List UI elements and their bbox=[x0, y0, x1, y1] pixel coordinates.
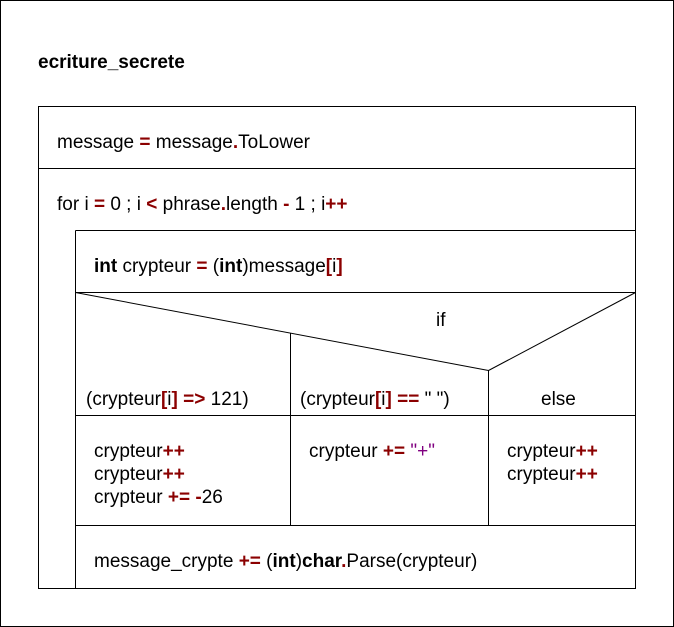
branch1-line1-var: crypteur bbox=[94, 441, 163, 462]
condition-2: (crypteur[i] == " ") bbox=[300, 389, 450, 410]
branch1-line3: crypteur += -26 bbox=[94, 487, 223, 508]
if-label: if bbox=[436, 310, 446, 331]
for-lt-op: < bbox=[146, 194, 157, 215]
if-diagonal-right bbox=[488, 292, 636, 371]
parse-dot: . bbox=[341, 551, 346, 572]
declaration-rbracket: ] bbox=[336, 256, 342, 277]
cond1-rbracket: ] bbox=[172, 389, 178, 410]
if-diagonal-left bbox=[75, 292, 489, 371]
branch3-line1-op: ++ bbox=[576, 441, 598, 462]
cond1-operator: => bbox=[178, 389, 205, 410]
branch1-line3-minus: - bbox=[190, 487, 202, 508]
char-keyword: char bbox=[302, 551, 343, 572]
parse-cast-open: ( bbox=[261, 551, 273, 572]
cond2-lbracket: [ bbox=[375, 389, 382, 410]
for-length: length bbox=[226, 194, 283, 215]
procedure-title: ecriture_secrete bbox=[38, 52, 185, 73]
parse-cast-close: ) bbox=[296, 551, 302, 572]
declaration-var: crypteur bbox=[117, 256, 196, 277]
branch3-line2-var: crypteur bbox=[507, 464, 576, 485]
tolower-target: message bbox=[57, 132, 134, 153]
declaration-lbracket: [ bbox=[326, 256, 333, 277]
for-minus-op: - bbox=[283, 194, 289, 215]
branch1-line3-value: 26 bbox=[202, 487, 223, 508]
else-label: else bbox=[541, 389, 576, 410]
for-loop-header: for i = 0 ; i < phrase.length - 1 ; i++ bbox=[57, 194, 348, 215]
branch1-line1-op: ++ bbox=[163, 441, 185, 462]
parse-method: Parse(crypteur) bbox=[346, 551, 477, 572]
branch1-line3-var: crypteur bbox=[94, 487, 168, 508]
tolower-statement: message = message.ToLower bbox=[57, 132, 311, 153]
tolower-dot: . bbox=[233, 132, 238, 153]
cond1-open: (crypteur bbox=[86, 389, 162, 410]
branch2-line1-value: "+" bbox=[405, 441, 435, 462]
parse-statement: message_crypte += (int)char.Parse(crypte… bbox=[94, 551, 477, 572]
for-init: 0 ; i bbox=[105, 194, 146, 215]
cond2-index: i bbox=[381, 389, 385, 410]
cond2-value: " ") bbox=[419, 389, 449, 410]
branch1-line2-var: crypteur bbox=[94, 464, 163, 485]
for-keyword: for i bbox=[57, 194, 94, 215]
cast-open: ( bbox=[208, 256, 220, 277]
branch2-line1-var: crypteur bbox=[309, 441, 383, 462]
for-assign-op: = bbox=[94, 194, 105, 215]
tolower-method: ToLower bbox=[238, 132, 310, 153]
procedure-block bbox=[38, 106, 636, 589]
cond1-index: i bbox=[167, 389, 171, 410]
branch3-line2: crypteur++ bbox=[507, 464, 598, 485]
branch1-line2: crypteur++ bbox=[94, 464, 185, 485]
cond1-value: 121) bbox=[205, 389, 248, 410]
parse-cast-int-keyword: int bbox=[273, 551, 297, 572]
parse-target: message_crypte bbox=[94, 551, 239, 572]
declaration-index: i bbox=[332, 256, 336, 277]
cond2-open: (crypteur bbox=[300, 389, 376, 410]
declaration-assign-op: = bbox=[196, 256, 207, 277]
int-keyword: int bbox=[94, 256, 118, 277]
for-incr-op: ++ bbox=[325, 194, 347, 215]
branch1-line3-op: += bbox=[168, 487, 190, 508]
branch2-line1: crypteur += "+" bbox=[309, 441, 435, 462]
for-phrase: phrase bbox=[157, 194, 220, 215]
branch3-line1: crypteur++ bbox=[507, 441, 598, 462]
cond2-rbracket: ] bbox=[386, 389, 392, 410]
cond1-lbracket: [ bbox=[161, 389, 168, 410]
branch2-line1-op: += bbox=[383, 441, 405, 462]
cond2-operator: == bbox=[392, 389, 419, 410]
tolower-assign-op: = bbox=[139, 132, 150, 153]
declaration-statement: int crypteur = (int)message[i] bbox=[94, 256, 343, 277]
tolower-object: message bbox=[156, 132, 233, 153]
branch1-line2-op: ++ bbox=[163, 464, 185, 485]
parse-op: += bbox=[239, 551, 261, 572]
condition-1: (crypteur[i] => 121) bbox=[86, 389, 249, 410]
branch3-line2-op: ++ bbox=[576, 464, 598, 485]
cast-close: )message bbox=[242, 256, 325, 277]
for-rest: 1 ; i bbox=[289, 194, 325, 215]
branch3-line1-var: crypteur bbox=[507, 441, 576, 462]
cast-int-keyword: int bbox=[219, 256, 243, 277]
branch1-line1: crypteur++ bbox=[94, 441, 185, 462]
for-dot: . bbox=[221, 194, 226, 215]
